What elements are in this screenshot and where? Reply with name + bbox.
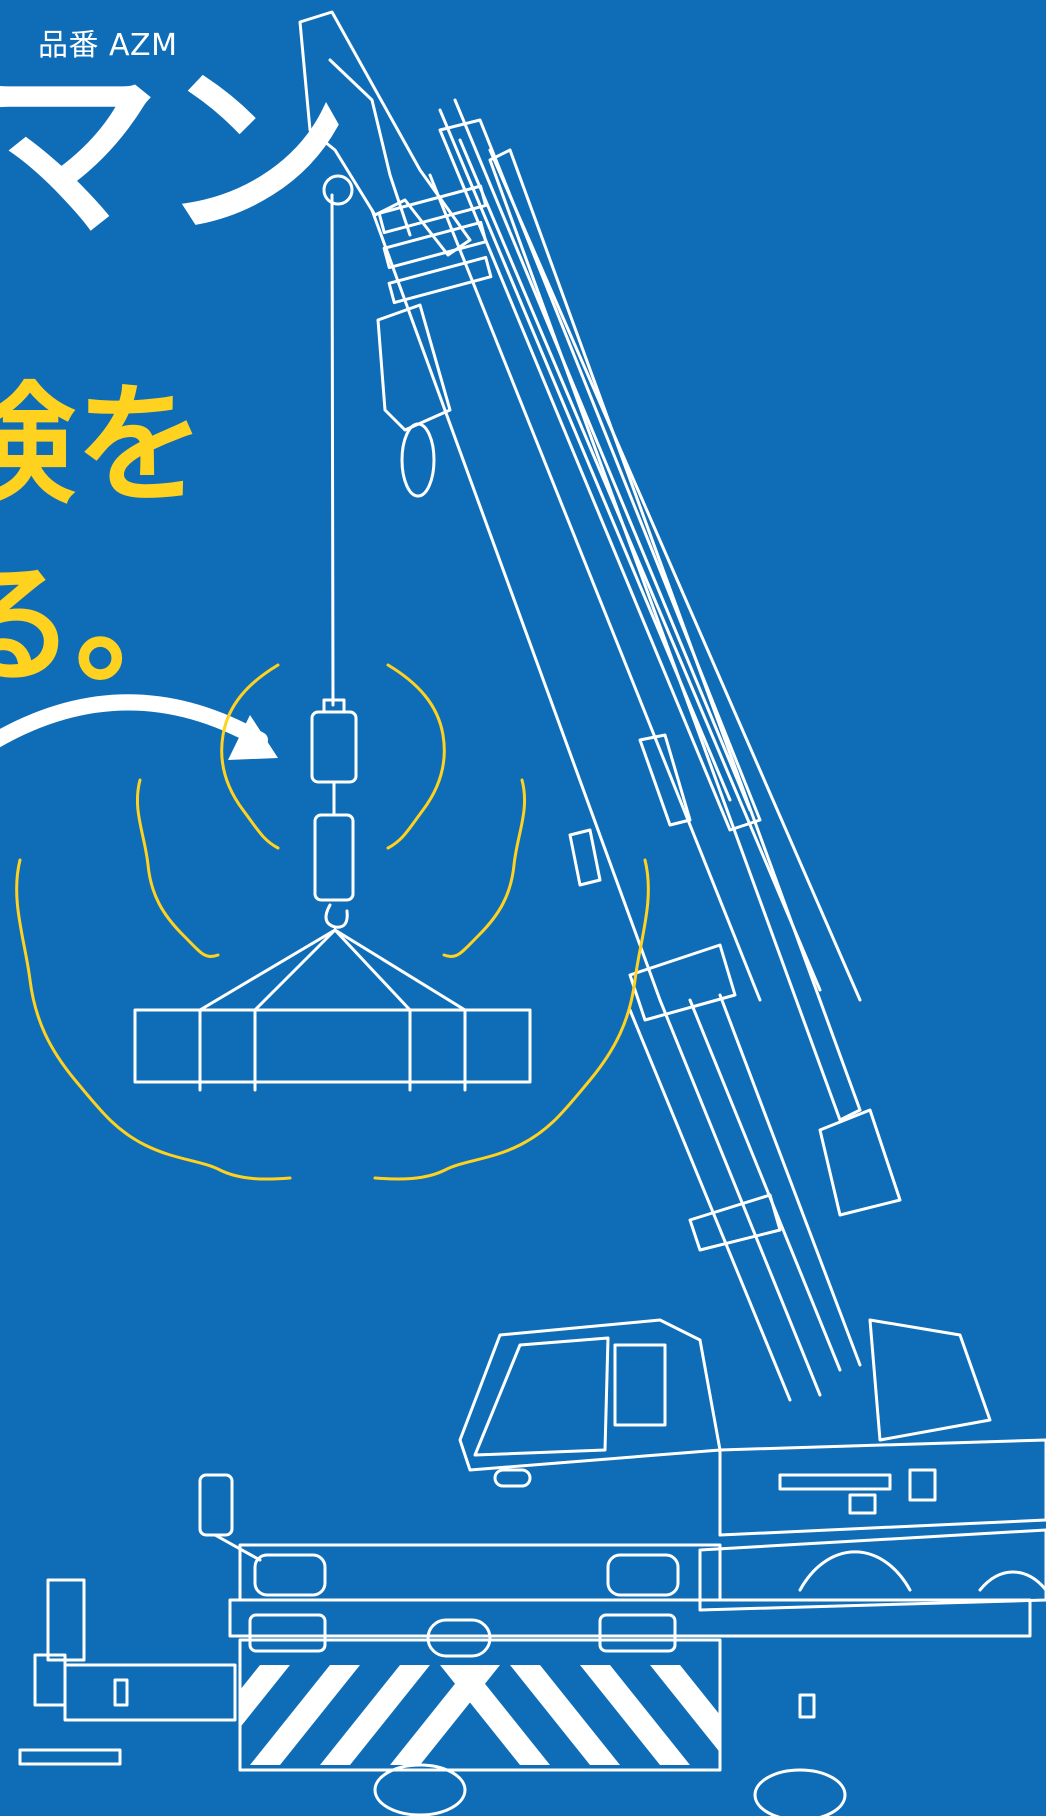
sway-wave-right-mid [442, 778, 527, 959]
boom-shaft [370, 98, 902, 1217]
headline-line-1: 険を [0, 369, 206, 521]
suspended-load [133, 928, 532, 1092]
headline-line-2: る。 [0, 549, 206, 701]
product-name: マン [0, 42, 351, 263]
hook-block [310, 193, 358, 929]
crane-cab [458, 1318, 722, 1488]
crane-chassis [18, 1318, 1046, 1772]
arrow-icon [0, 694, 278, 760]
sway-wave-left-outer [15, 858, 292, 1181]
sway-wave-left-inner [220, 663, 280, 850]
hazard-stripes [240, 1665, 720, 1765]
boom-tip [298, 10, 472, 257]
sway-wave-right-inner [386, 663, 446, 850]
hoist-cylinder [628, 943, 862, 1402]
product-code: 品番 AZM [38, 28, 178, 63]
sway-wave-left-mid [135, 778, 220, 959]
sway-wave-right-outer [373, 858, 650, 1181]
